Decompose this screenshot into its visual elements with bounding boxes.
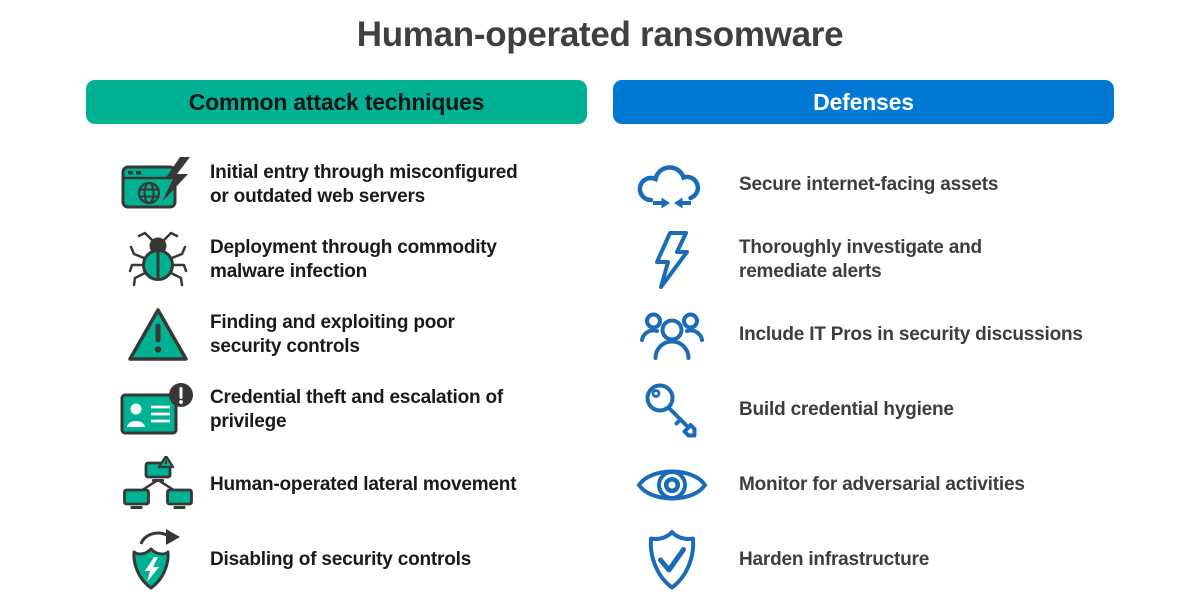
defenses-column: Defenses Secure internet-facing assets bbox=[613, 80, 1114, 597]
key-icon bbox=[621, 381, 723, 439]
defense-item: Monitor for adversarial activities bbox=[613, 447, 1114, 522]
attack-item: Finding and exploiting poor security con… bbox=[86, 297, 587, 372]
attack-item-label: Deployment through commodity malware inf… bbox=[210, 236, 497, 282]
attacks-column: Common attack techniques bbox=[86, 80, 587, 597]
attack-item: Human-operated lateral movement bbox=[86, 447, 587, 522]
defense-item: Thoroughly investigate and remediate ale… bbox=[613, 222, 1114, 297]
defense-item-label: Harden infrastructure bbox=[739, 548, 930, 570]
lateral-movement-icon bbox=[114, 455, 202, 514]
attack-item-label: Credential theft and escalation of privi… bbox=[210, 386, 504, 432]
lightning-bolt-icon bbox=[621, 230, 723, 289]
shield-disable-icon bbox=[114, 528, 202, 591]
people-group-icon bbox=[621, 307, 723, 363]
defense-item-label: Build credential hygiene bbox=[739, 398, 954, 420]
defense-item: Harden infrastructure bbox=[613, 522, 1114, 597]
defense-item-label: Thoroughly investigate and remediate ale… bbox=[739, 236, 982, 282]
warning-triangle-icon bbox=[114, 307, 202, 363]
defenses-header: Defenses bbox=[613, 80, 1114, 125]
attacks-list: Initial entry through misconfigured or o… bbox=[86, 147, 587, 597]
attack-item: Credential theft and escalation of privi… bbox=[86, 372, 587, 447]
web-server-breach-icon bbox=[114, 156, 202, 213]
malware-bug-icon bbox=[114, 231, 202, 289]
two-column-layout: Common attack techniques bbox=[0, 80, 1200, 597]
attack-item: Disabling of security controls bbox=[86, 522, 587, 597]
cloud-sync-icon bbox=[621, 158, 723, 212]
defense-item-label: Include IT Pros in security discussions bbox=[739, 323, 1083, 345]
defense-item-label: Monitor for adversarial activities bbox=[739, 473, 1025, 495]
attacks-header: Common attack techniques bbox=[86, 80, 587, 125]
page-title: Human-operated ransomware bbox=[356, 15, 844, 54]
shield-check-icon bbox=[621, 529, 723, 591]
defense-item: Include IT Pros in security discussions bbox=[613, 297, 1114, 372]
attack-item-label: Finding and exploiting poor security con… bbox=[210, 311, 455, 357]
attack-item-label: Human-operated lateral movement bbox=[210, 473, 517, 495]
attack-item: Deployment through commodity malware inf… bbox=[86, 222, 587, 297]
defense-item-label: Secure internet-facing assets bbox=[739, 173, 999, 195]
attack-item: Initial entry through misconfigured or o… bbox=[86, 147, 587, 222]
attack-item-label: Initial entry through misconfigured or o… bbox=[210, 161, 518, 207]
defense-item: Secure internet-facing assets bbox=[613, 147, 1114, 222]
defenses-list: Secure internet-facing assets Thoroughly… bbox=[613, 147, 1114, 597]
credential-card-icon bbox=[114, 381, 202, 439]
eye-monitor-icon bbox=[621, 462, 723, 508]
attack-item-label: Disabling of security controls bbox=[210, 548, 472, 570]
defense-item: Build credential hygiene bbox=[613, 372, 1114, 447]
